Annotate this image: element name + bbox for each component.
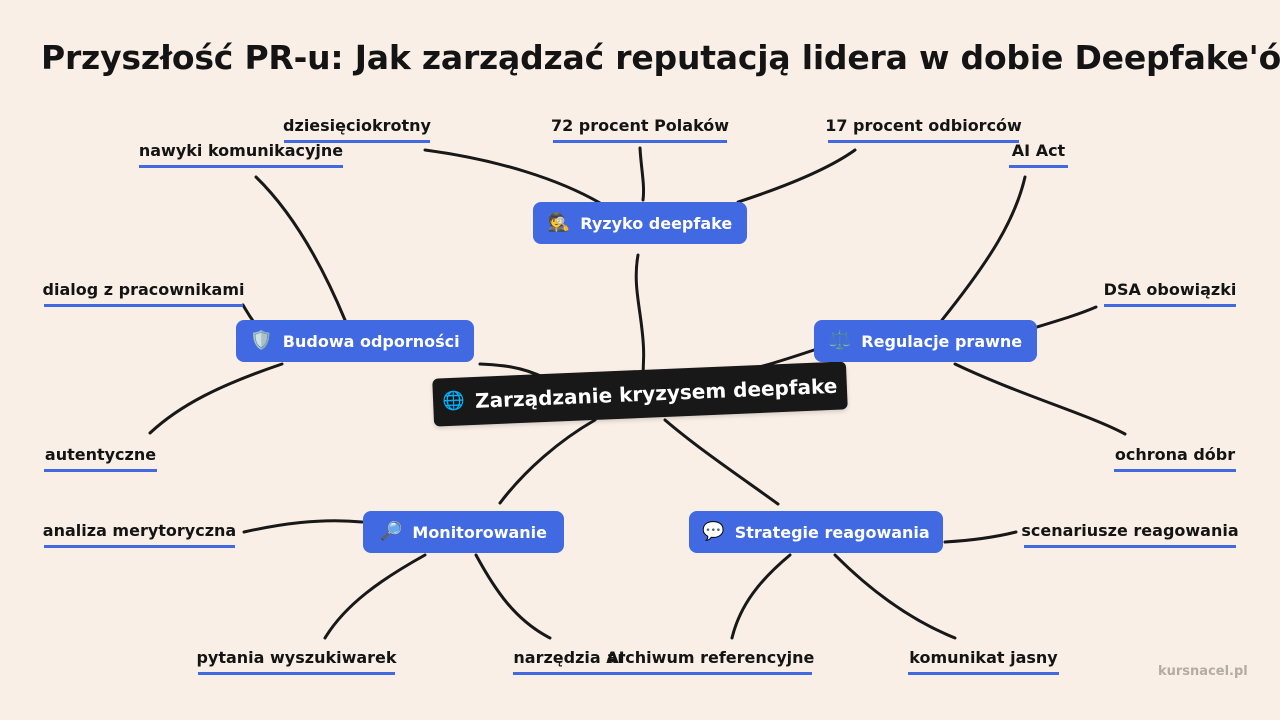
branch-node-ryzyko[interactable]: 🕵️ Ryzyko deepfake bbox=[533, 202, 747, 244]
leaf-node-analiza-merytoryczna[interactable]: analiza merytoryczna bbox=[43, 521, 236, 548]
leaf-node-komunikat-jasny[interactable]: komunikat jasny bbox=[908, 648, 1059, 675]
branch-node-budowa[interactable]: 🛡️ Budowa odporności bbox=[236, 320, 474, 362]
branch-node-label: Budowa odporności bbox=[282, 331, 460, 351]
branch-node-label: Regulacje prawne bbox=[861, 331, 1023, 351]
speech-bubble-icon: 💬 bbox=[702, 521, 725, 542]
link-regulacje-aiact bbox=[940, 175, 1027, 322]
link-strategie-scenariusze bbox=[943, 530, 1018, 544]
leaf-node-dsa-obowiazki[interactable]: DSA obowiązki bbox=[1104, 280, 1236, 307]
leaf-node-pytania-wyszukiwarek[interactable]: pytania wyszukiwarek bbox=[196, 648, 397, 675]
branch-node-monitorowanie[interactable]: 🔎 Monitorowanie bbox=[363, 511, 564, 553]
leaf-node-17-procent-odbiorcow[interactable]: 17 procent odbiorców bbox=[825, 116, 1022, 143]
shield-icon: 🛡️ bbox=[250, 330, 273, 351]
globe-icon: 🌐 bbox=[442, 390, 466, 413]
branch-node-label: Monitorowanie bbox=[412, 522, 548, 542]
link-ryzyko-odbiorcow bbox=[736, 148, 857, 204]
leaf-node-scenariusze-reagowania[interactable]: scenariusze reagowania bbox=[1021, 521, 1239, 548]
link-budowa-autentyczne bbox=[148, 362, 284, 435]
central-node-label: Zarządzanie kryzysem deepfake bbox=[474, 373, 838, 413]
leaf-node-72-procent-polakow[interactable]: 72 procent Polaków bbox=[551, 116, 729, 143]
link-regulacje-dsa bbox=[1035, 305, 1098, 329]
leaf-node-nawyki-komunikacyjne[interactable]: nawyki komunikacyjne bbox=[139, 141, 343, 168]
leaf-node-ochrona-dobr[interactable]: ochrona dóbr bbox=[1114, 445, 1236, 472]
scales-icon: ⚖️ bbox=[828, 330, 852, 351]
link-regulacje-ochrona bbox=[953, 362, 1127, 436]
link-central-monitorowanie bbox=[498, 418, 597, 505]
link-strategie-archiwum bbox=[730, 553, 792, 640]
magnifier-icon: 🔎 bbox=[379, 521, 403, 542]
link-budowa-nawyki bbox=[254, 175, 347, 322]
leaf-node-autentyczne[interactable]: autentyczne bbox=[44, 445, 157, 472]
leaf-node-narzedzia-ai[interactable]: narzędzia AI bbox=[513, 648, 625, 675]
leaf-node-dialog-z-pracownikami[interactable]: dialog z pracownikami bbox=[43, 280, 245, 307]
branch-node-label: Ryzyko deepfake bbox=[580, 213, 733, 233]
detective-icon: 🕵️ bbox=[547, 212, 571, 233]
branch-node-regulacje[interactable]: ⚖️ Regulacje prawne bbox=[814, 320, 1037, 362]
leaf-node-archiwum-referencyjne[interactable]: archiwum referencyjne bbox=[607, 648, 814, 675]
branch-node-strategie[interactable]: 💬 Strategie reagowania bbox=[689, 511, 943, 553]
link-monitorowanie-analiza bbox=[242, 519, 364, 534]
link-ryzyko-dziesiecio bbox=[423, 148, 602, 205]
watermark: kursnacel.pl bbox=[1158, 664, 1248, 679]
branch-node-label: Strategie reagowania bbox=[734, 522, 930, 542]
link-monitorowanie-pytania bbox=[323, 553, 427, 640]
page-title: Przyszłość PR-u: Jak zarządzać reputacją… bbox=[41, 38, 1280, 77]
link-ryzyko-polakow bbox=[638, 146, 646, 202]
leaf-node-dziesieciokrotny[interactable]: dziesięciokrotny bbox=[283, 116, 431, 143]
link-monitorowanie-narzedzia bbox=[474, 553, 552, 640]
link-strategie-komunikat bbox=[833, 553, 957, 640]
leaf-node-ai-act[interactable]: AI Act bbox=[1009, 141, 1068, 168]
link-central-strategie bbox=[663, 418, 780, 506]
